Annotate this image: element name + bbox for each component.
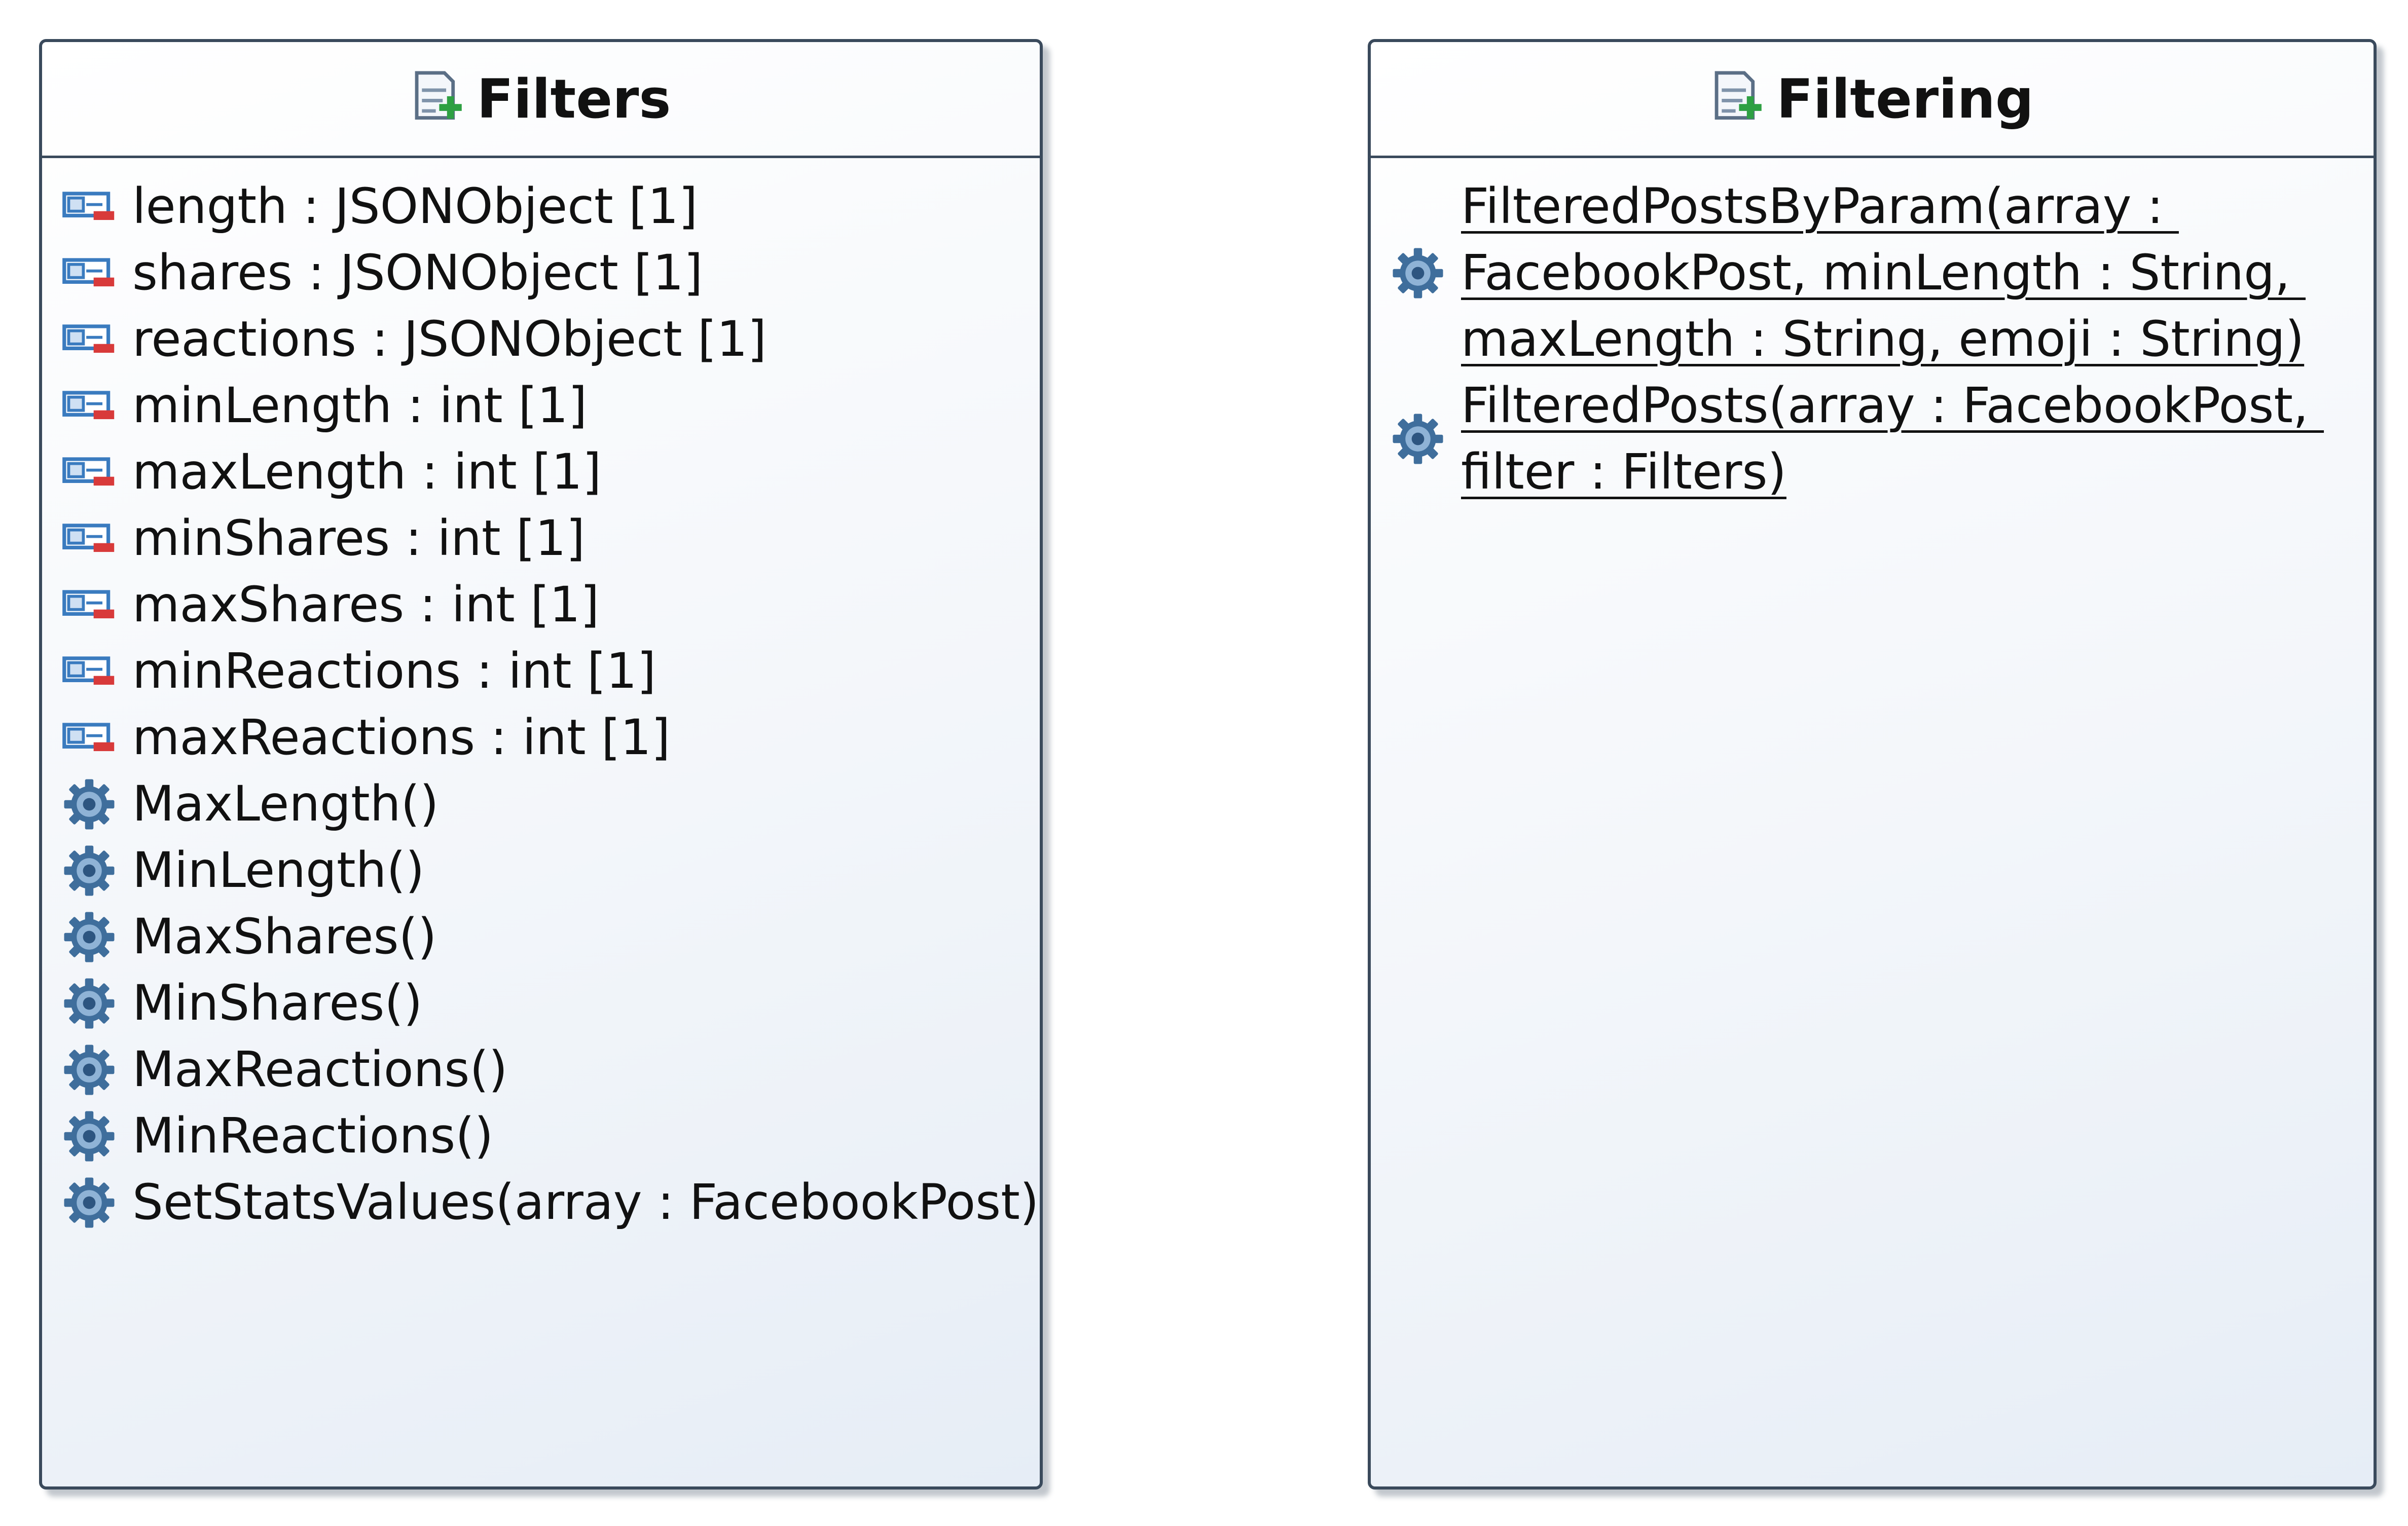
class-name: Filters [477,67,671,130]
attribute-label: minShares : int [1] [132,510,586,567]
private-attribute-icon [61,189,117,225]
operation-signature: FilteredPostsByParam(array : FacebookPos… [1461,173,2306,373]
member-list: length : JSONObject [1] shares : JSONObj… [42,158,1040,1236]
operation-signature: FilteredPosts(array : FacebookPost, filt… [1461,373,2324,505]
attribute-row[interactable]: maxShares : int [1] [61,572,1040,638]
uml-class-icon [1710,69,1764,128]
uml-class-icon [411,69,464,128]
attribute-row[interactable]: minShares : int [1] [61,505,1040,572]
attribute-label: minLength : int [1] [132,377,588,434]
attribute-label: minReactions : int [1] [132,643,656,699]
attribute-row[interactable]: minLength : int [1] [61,373,1040,439]
static-operation-row[interactable]: FilteredPostsByParam(array : FacebookPos… [1390,173,2374,373]
attribute-row[interactable]: minReactions : int [1] [61,638,1040,704]
attribute-label: maxReactions : int [1] [132,709,671,766]
member-list: FilteredPostsByParam(array : FacebookPos… [1371,158,2374,505]
operation-label: MaxShares() [132,908,437,965]
private-attribute-icon [61,321,117,358]
operation-gear-icon [61,909,117,965]
operation-gear-icon [1390,245,1446,301]
attribute-label: maxShares : int [1] [132,576,600,633]
attribute-label: reactions : JSONObject [1] [132,311,767,367]
operation-row[interactable]: MaxReactions() [61,1036,1040,1103]
operation-gear-icon [61,843,117,899]
operation-label: MaxReactions() [132,1041,508,1098]
class-header: Filtering [1371,42,2374,158]
operation-label: MaxLength() [132,775,439,832]
class-name: Filtering [1776,67,2034,130]
attribute-row[interactable]: length : JSONObject [1] [61,173,1040,240]
operation-gear-icon [61,976,117,1031]
private-attribute-icon [61,454,117,491]
operation-row[interactable]: MaxLength() [61,771,1040,837]
operation-row[interactable]: MinLength() [61,837,1040,904]
operation-gear-icon [61,776,117,832]
private-attribute-icon [61,520,117,557]
private-attribute-icon [61,255,117,291]
attribute-row[interactable]: maxLength : int [1] [61,439,1040,505]
private-attribute-icon [61,587,117,623]
operation-label: MinShares() [132,975,423,1031]
operation-gear-icon [61,1175,117,1231]
operation-line: FilteredPosts(array : FacebookPost, [1461,377,2324,434]
operation-line: filter : Filters) [1461,443,1786,500]
attribute-row[interactable]: shares : JSONObject [1] [61,240,1040,306]
operation-label: MinReactions() [132,1107,494,1164]
class-header: Filters [42,42,1040,158]
operation-row[interactable]: MinShares() [61,970,1040,1036]
attribute-row[interactable]: reactions : JSONObject [1] [61,306,1040,373]
attribute-label: shares : JSONObject [1] [132,244,703,301]
operation-line: maxLength : String, emoji : String) [1461,311,2305,367]
attribute-row[interactable]: maxReactions : int [1] [61,704,1040,771]
operation-row[interactable]: MaxShares() [61,904,1040,970]
private-attribute-icon [61,720,117,756]
operation-line: FacebookPost, minLength : String, [1461,244,2306,301]
static-operation-row[interactable]: FilteredPosts(array : FacebookPost, filt… [1390,373,2374,505]
operation-label: SetStatsValues(array : FacebookPost) [132,1174,1039,1231]
operation-label: MinLength() [132,842,425,899]
private-attribute-icon [61,653,117,690]
class-box-filters[interactable]: Filters length : JSONObject [1] shares :… [39,39,1043,1490]
attribute-label: maxLength : int [1] [132,443,602,500]
operation-line: FilteredPostsByParam(array : [1461,178,2179,235]
operation-gear-icon [61,1042,117,1098]
operation-row[interactable]: SetStatsValues(array : FacebookPost) [61,1169,1040,1236]
attribute-label: length : JSONObject [1] [132,178,698,235]
private-attribute-icon [61,388,117,424]
operation-row[interactable]: MinReactions() [61,1103,1040,1169]
operation-gear-icon [1390,411,1446,467]
class-box-filtering[interactable]: Filtering FilteredPostsByParam(array : F… [1368,39,2377,1490]
operation-gear-icon [61,1108,117,1164]
